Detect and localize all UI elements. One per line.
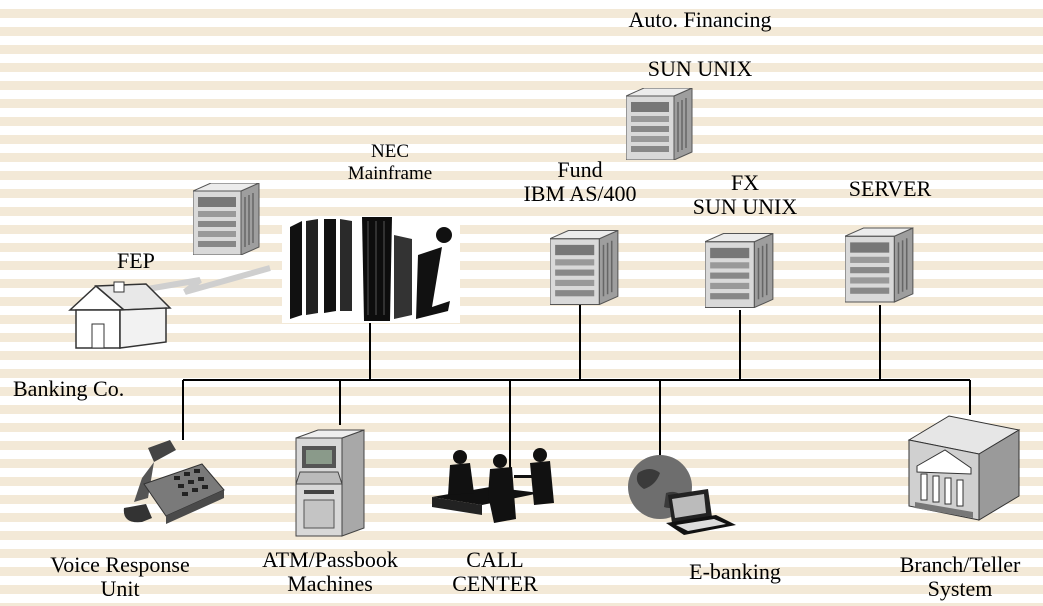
mainframe-icon (282, 217, 460, 323)
ebanking-label: E-banking (689, 559, 781, 584)
call-center-icon (432, 448, 554, 523)
auto-financing-server-icon (626, 88, 693, 160)
branch-building-icon (907, 415, 1021, 521)
fund-server-icon (550, 230, 619, 305)
branch-teller-label: Branch/Teller System (899, 552, 1021, 601)
wireless-link (129, 265, 271, 295)
banking-house-icon (68, 281, 172, 349)
auto-financing-os-label: SUN UNIX (647, 56, 753, 81)
nec-mainframe-label: NEC Mainframe (347, 141, 433, 184)
fep-server-icon (193, 183, 260, 255)
server-label: SERVER (848, 176, 932, 201)
fep-label: FEP (117, 248, 155, 273)
atm-label: ATM/Passbook Machines (262, 547, 398, 596)
fx-server-icon (705, 233, 774, 308)
ebanking-globe-laptop-icon (628, 455, 736, 535)
call-center-label: CALL CENTER (452, 547, 538, 596)
telephone-icon (123, 440, 225, 524)
atm-icon (295, 429, 365, 537)
auto-financing-label: Auto. Financing (628, 7, 772, 32)
banking-label: Banking Co. (13, 376, 125, 401)
voice-response-label: Voice Response Unit (50, 552, 190, 601)
fund-label: Fund IBM AS/400 (523, 157, 637, 206)
server-icon (845, 227, 914, 303)
fx-label: FX SUN UNIX (692, 170, 798, 219)
